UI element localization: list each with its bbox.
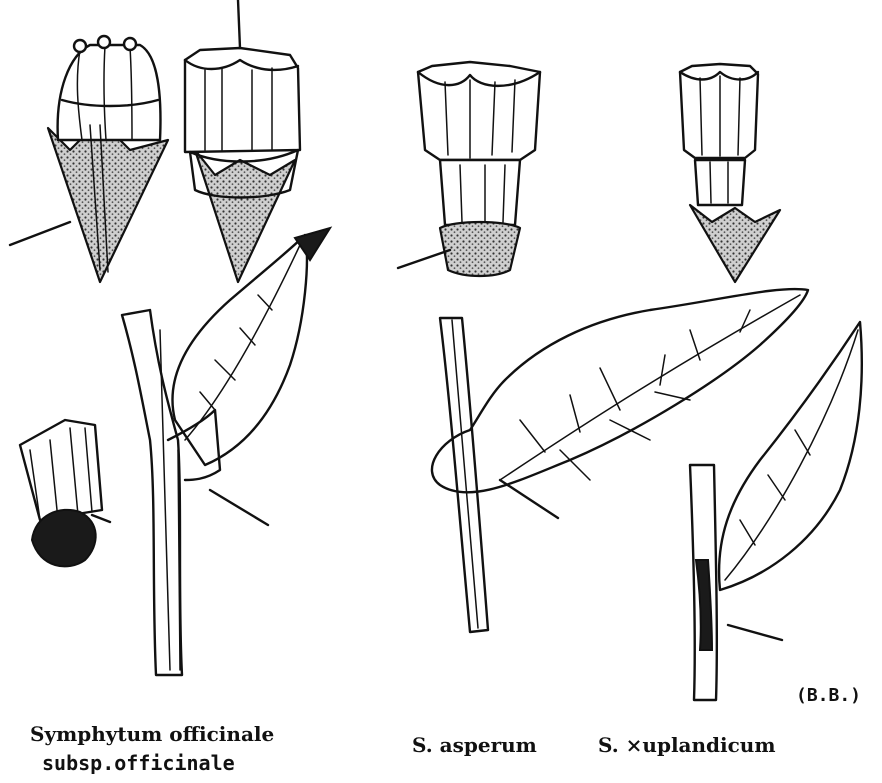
caption-officinale-line2: subsp.officinale [42,751,235,775]
calyx-pointer-line [10,222,70,245]
caption-officinale-line1: Symphytum officinale [30,722,274,746]
caption-uplandicum: S. ×uplandicum [598,733,776,757]
uplandicum-stem-pointer-line [728,625,782,640]
corolla-pointer-line [238,0,240,48]
caption-asperum: S. asperum [412,733,537,757]
officinale-bud-flower [10,36,168,282]
asperum-stem-leaf [432,289,808,632]
asperum-calyx-pointer-line [398,250,450,268]
asperum-stem-pointer-line [500,480,558,518]
uplandicum-flower [680,64,780,282]
stem-wing-pointer-line [210,490,268,525]
officinale-nutlet [20,420,110,566]
asperum-flower [398,62,540,276]
officinale-open-flower [185,0,300,282]
officinale-stem-leaf [122,228,330,675]
illustrator-credit: (B.B.) [796,685,861,706]
